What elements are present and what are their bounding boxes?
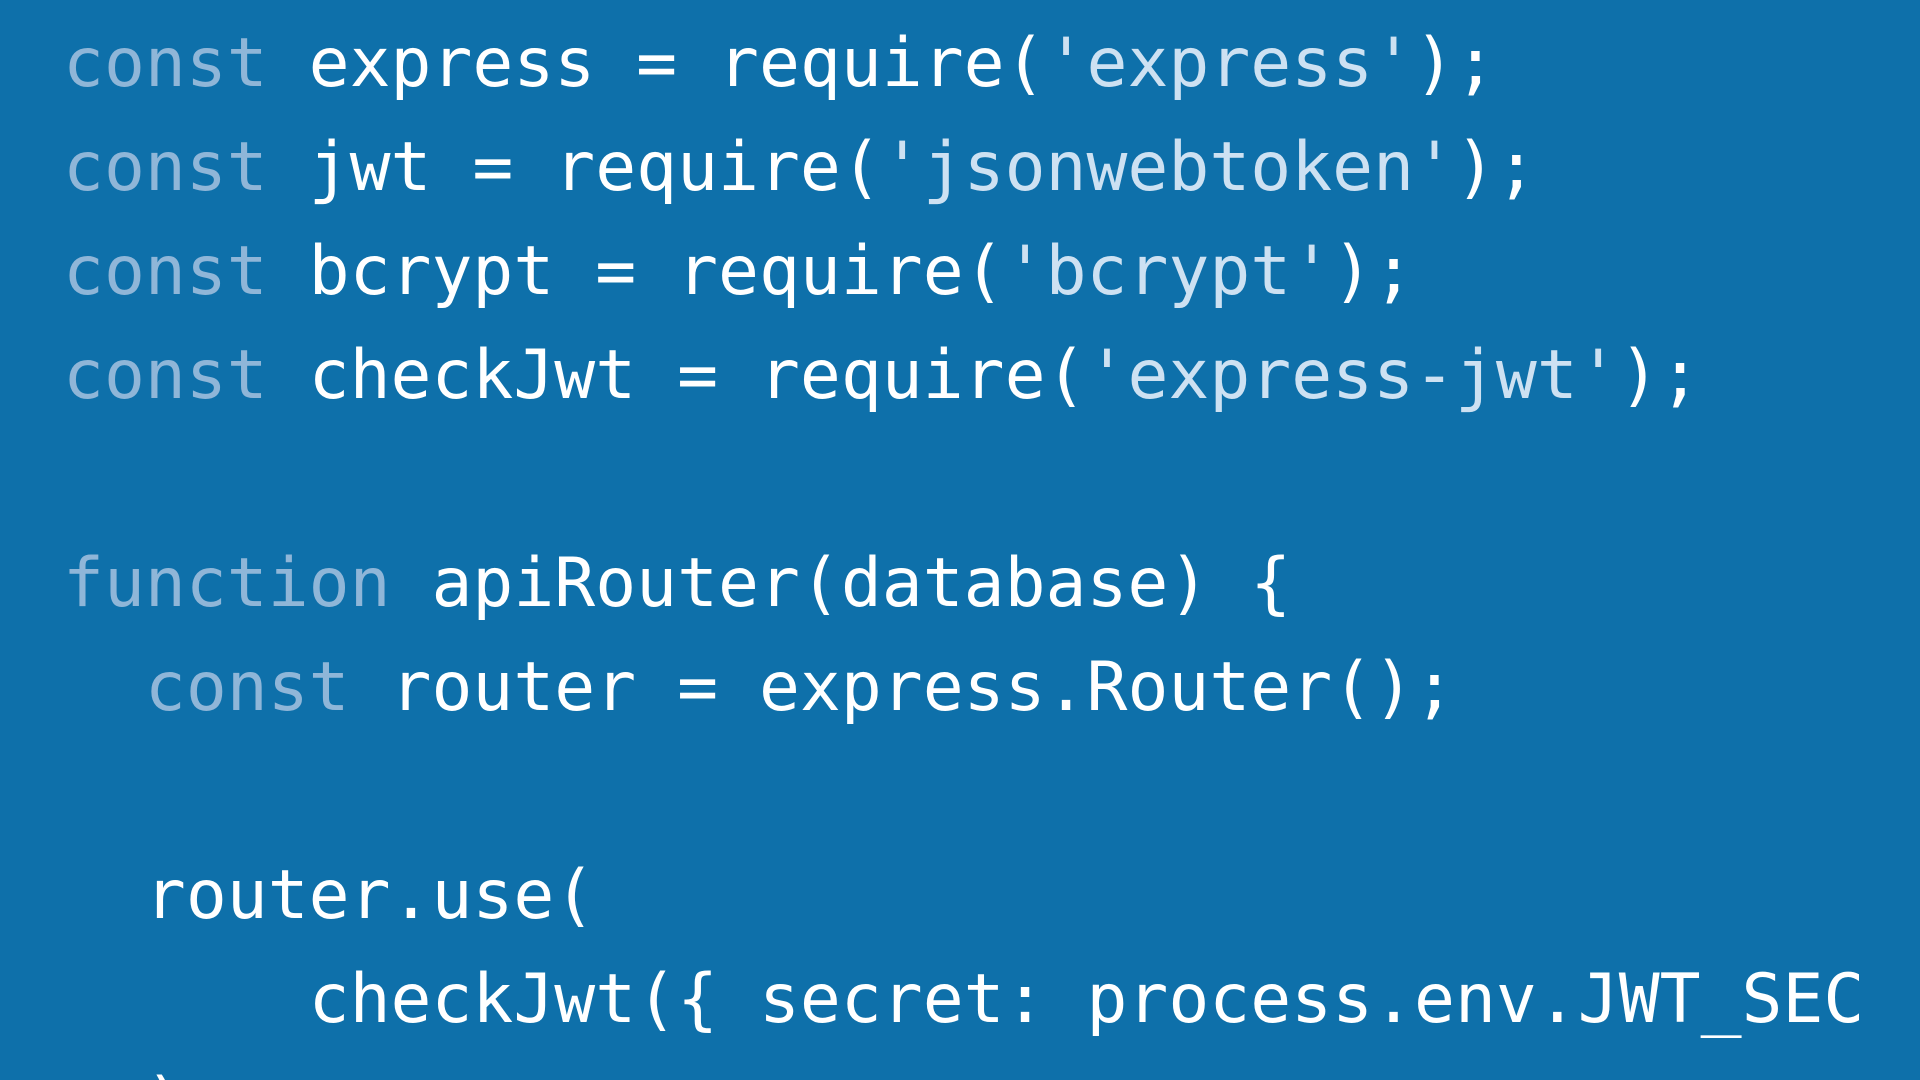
code-token-default: )	[63, 1064, 186, 1080]
code-token-default: );	[1414, 24, 1496, 103]
code-token-default: router.use(	[63, 856, 596, 935]
code-line: const jwt = require('jsonwebtoken');	[63, 116, 1920, 220]
code-line: const checkJwt = require('express-jwt');	[63, 324, 1920, 428]
code-token-default: );	[1454, 128, 1537, 207]
code-line	[63, 428, 1920, 532]
code-token-default: checkJwt({ secret: process.env.JWT_SEC	[63, 960, 1865, 1039]
code-token-keyword: const	[63, 336, 268, 415]
code-line: const bcrypt = require('bcrypt');	[63, 220, 1920, 324]
code-token-default	[63, 648, 145, 727]
code-token-keyword: const	[63, 232, 268, 311]
code-token-keyword: const	[63, 24, 268, 103]
code-token-string: 'express'	[1045, 24, 1415, 103]
code-token-keyword: const	[63, 128, 268, 207]
code-line: checkJwt({ secret: process.env.JWT_SEC	[63, 948, 1920, 1052]
code-token-default: );	[1332, 232, 1415, 311]
code-line: const router = express.Router();	[63, 636, 1920, 740]
code-token-keyword: function	[63, 544, 391, 623]
code-line: router.use(	[63, 844, 1920, 948]
code-token-string: 'express-jwt'	[1086, 336, 1619, 415]
code-token-keyword: const	[144, 648, 350, 727]
code-token-default: apiRouter(database) {	[390, 544, 1292, 623]
code-token-default: );	[1618, 336, 1701, 415]
code-token-string: 'jsonwebtoken'	[881, 128, 1455, 207]
code-line: const express = require('express');	[63, 12, 1920, 116]
code-token-default: express = require(	[267, 24, 1046, 103]
code-line: function apiRouter(database) {	[63, 532, 1920, 636]
code-token-default: bcrypt = require(	[267, 232, 1005, 311]
code-token-default: router = express.Router();	[349, 648, 1455, 727]
code-token-string: 'bcrypt'	[1004, 232, 1333, 311]
code-line: )	[63, 1052, 1920, 1080]
code-token-default: checkJwt = require(	[267, 336, 1087, 415]
code-token-default: jwt = require(	[267, 128, 882, 207]
code-line	[63, 740, 1920, 844]
